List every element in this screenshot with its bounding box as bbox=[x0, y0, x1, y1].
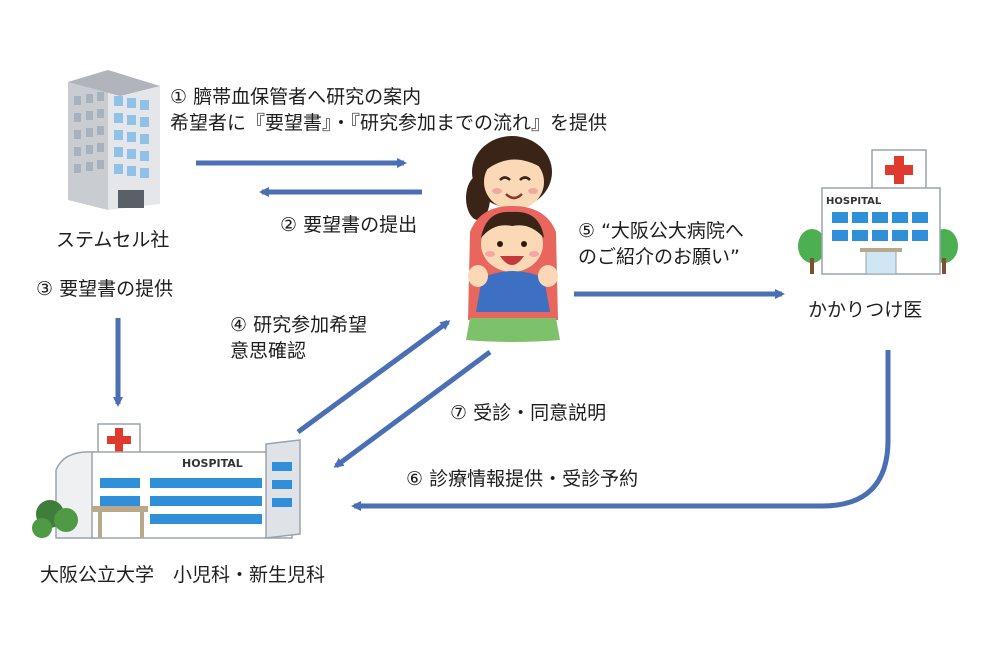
step1-line1: ① 臍帯血保管者へ研究の案内 bbox=[170, 86, 422, 108]
step5-line1: ⑤ “大阪公大病院へ bbox=[578, 220, 744, 242]
office-building-icon bbox=[68, 70, 160, 210]
step1-line2: 希望者に『要望書』・『研究参加までの流れ』を提供 bbox=[170, 112, 608, 134]
arrow-step6 bbox=[351, 350, 891, 511]
step4-line1: ④ 研究参加希望 bbox=[230, 314, 368, 336]
arrow-step4 bbox=[296, 319, 451, 435]
step5-line2: のご紹介のお願い” bbox=[578, 246, 740, 268]
step7-label: ⑦ 受診・同意説明 bbox=[450, 402, 607, 424]
node-stem-cell-company: ステムセル社 bbox=[56, 229, 170, 251]
univ-sign: HOSPITAL bbox=[182, 457, 243, 470]
step2-label: ② 要望書の提出 bbox=[280, 214, 418, 236]
step3-label: ③ 要望書の提供 bbox=[36, 278, 174, 300]
clinic-sign: HOSPITAL bbox=[826, 196, 882, 207]
step4-line2: 意思確認 bbox=[230, 340, 307, 362]
step6-label: ⑥ 診療情報提供・受診予約 bbox=[406, 468, 639, 490]
node-osaka-univ-hospital: 大阪公立大学 小児科・新生児科 bbox=[40, 564, 326, 586]
university-hospital-icon bbox=[32, 423, 301, 539]
mother-child-icon bbox=[466, 136, 560, 342]
clinic-building-icon bbox=[798, 149, 958, 275]
arrow-step7 bbox=[333, 349, 492, 469]
node-family-doctor: かかりつけ医 bbox=[808, 299, 923, 321]
